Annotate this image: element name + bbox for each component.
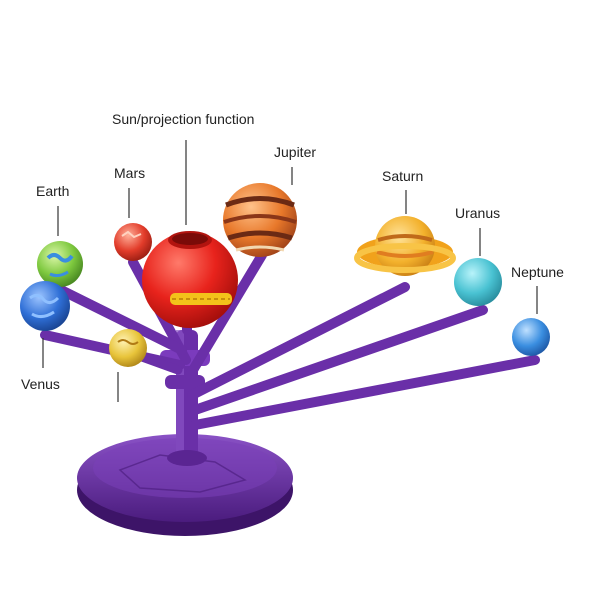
- earth-ball: [37, 241, 83, 287]
- model-base: [77, 434, 293, 536]
- neptune-ball: [512, 318, 550, 356]
- venus-ball: [20, 281, 70, 331]
- label-saturn: Saturn: [382, 168, 424, 184]
- sun-ball: [142, 231, 238, 328]
- label-venus: Venus: [21, 376, 60, 392]
- label-jupiter: Jupiter: [274, 144, 317, 160]
- uranus-ball: [454, 258, 502, 306]
- label-neptune: Neptune: [511, 264, 564, 280]
- saturn-ball: [354, 216, 456, 276]
- label-mars: Mars: [114, 165, 146, 181]
- label-earth: Earth: [36, 183, 70, 199]
- label-uranus: Uranus: [455, 205, 501, 221]
- mercury-ball: [109, 329, 147, 367]
- label-sun: Sun/projection function: [112, 111, 255, 127]
- mars-ball: [114, 223, 152, 261]
- leader-lines: [42, 140, 538, 402]
- jupiter-ball: [223, 183, 297, 257]
